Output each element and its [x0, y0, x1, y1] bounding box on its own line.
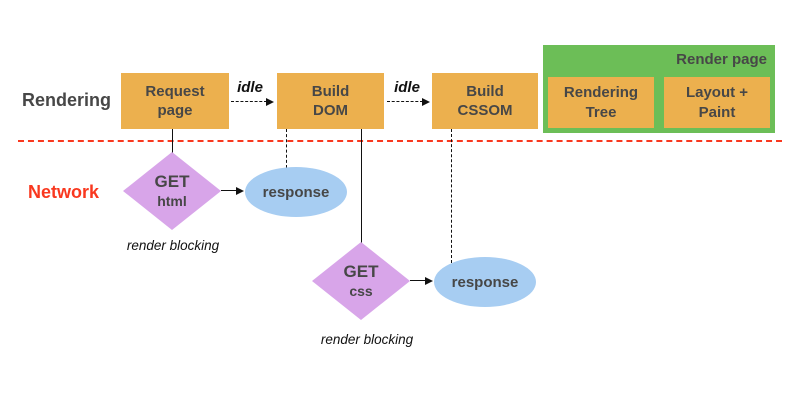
- box-build-cssom: Build CSSOM: [432, 73, 538, 129]
- lane-label-rendering: Rendering: [22, 90, 112, 110]
- lane-label-network: Network: [28, 182, 100, 202]
- connector-builddom-to-getcss: [361, 129, 362, 243]
- diamond-get-css: GET css: [312, 242, 410, 320]
- diamond-get-css-line2: css: [349, 282, 373, 299]
- lane-divider: [18, 140, 782, 142]
- connector-request-to-gethtml: [172, 129, 173, 154]
- box-rendering-tree: Rendering Tree: [548, 77, 654, 128]
- render-blocking-html-label: render blocking: [126, 238, 220, 253]
- ellipse-response-css: response: [434, 257, 536, 307]
- diamond-get-css-line1: GET: [343, 262, 379, 282]
- arrow-gethtml-to-response-head-icon: [236, 186, 244, 195]
- idle-arrow-2-head-icon: [422, 97, 430, 106]
- arrow-gethtml-to-response-line: [221, 190, 237, 191]
- box-build-dom: Build DOM: [277, 73, 384, 129]
- render-blocking-css-label: render blocking: [320, 332, 414, 347]
- idle-label-2: idle: [394, 79, 420, 96]
- box-request-page: Request page: [121, 73, 229, 129]
- connector-response-to-builddom: [286, 129, 287, 168]
- ellipse-response-html: response: [245, 167, 347, 217]
- idle-arrow-1-line: [231, 101, 267, 102]
- diamond-get-html-line1: GET: [154, 172, 190, 192]
- box-layout-paint: Layout + Paint: [664, 77, 770, 128]
- arrow-getcss-to-response-head-icon: [425, 276, 433, 285]
- idle-arrow-2-line: [387, 101, 423, 102]
- idle-label-1: idle: [237, 79, 263, 96]
- connector-response-to-buildcssom: [451, 129, 452, 263]
- arrow-getcss-to-response-line: [410, 280, 426, 281]
- diamond-get-html-line2: html: [157, 192, 187, 209]
- idle-arrow-1-head-icon: [266, 97, 274, 106]
- diamond-get-html: GET html: [123, 152, 221, 230]
- group-render-page-label: Render page: [676, 51, 767, 68]
